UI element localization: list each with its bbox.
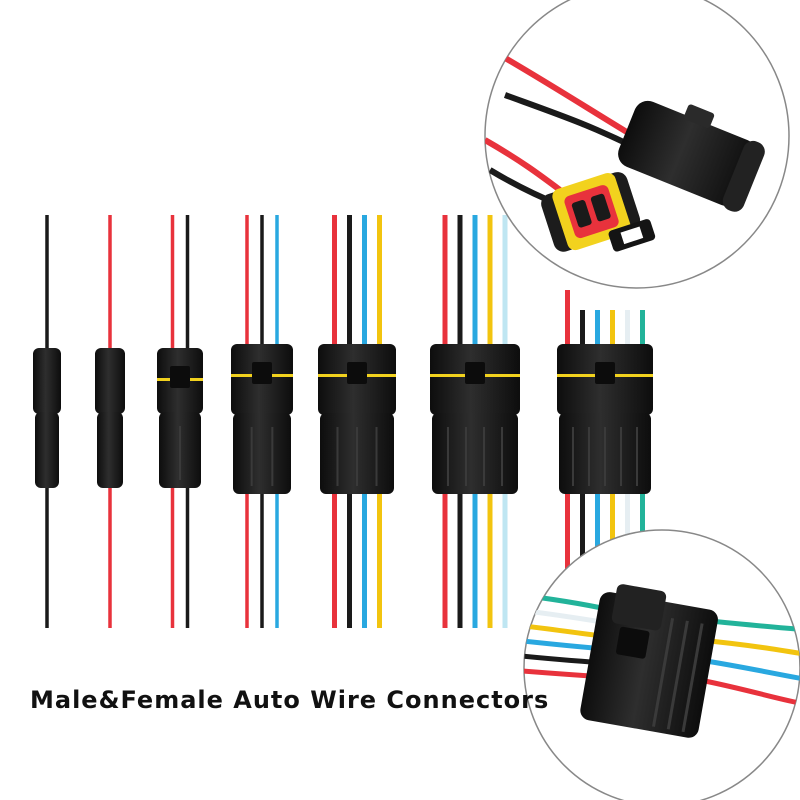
female-housing <box>33 348 61 414</box>
detail-circle-bottom <box>523 529 800 800</box>
male-housing <box>432 413 518 494</box>
connector-5 <box>318 215 396 628</box>
connector-7 <box>557 290 653 628</box>
female-housing <box>95 348 125 414</box>
caption-text: Male&Female Auto Wire Connectors <box>30 686 550 714</box>
latch-tab <box>252 362 272 384</box>
male-housing <box>97 412 123 488</box>
latch-tab <box>170 366 190 388</box>
connector-6 <box>430 215 520 628</box>
male-housing <box>233 413 291 494</box>
connector-3 <box>157 215 203 628</box>
connector-row <box>33 215 653 628</box>
latch-tab <box>465 362 485 384</box>
latch-tab <box>595 362 615 384</box>
connector-2 <box>95 215 125 628</box>
connector-1 <box>33 215 61 628</box>
latch-tab <box>347 362 367 384</box>
male-housing <box>35 412 59 488</box>
connector-4 <box>231 215 293 628</box>
detail-circle-top <box>484 0 790 289</box>
